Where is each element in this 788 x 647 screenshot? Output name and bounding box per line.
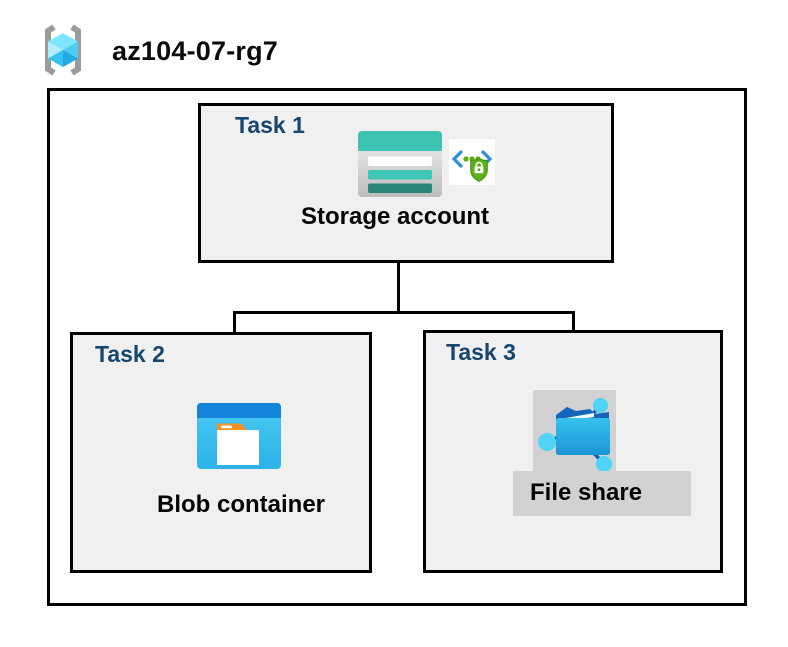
storage-account-label: Storage account <box>301 203 490 230</box>
file-share-label-backdrop <box>513 471 691 516</box>
task3-box: Task 3 File share <box>423 330 723 573</box>
task1-box: Task 1 Storage account <box>198 103 614 263</box>
file-share-icon <box>538 398 612 472</box>
blob-container-label: Blob container <box>157 491 326 518</box>
connector-horizontal <box>233 311 575 314</box>
task3-label: Task 3 <box>446 339 516 365</box>
resource-group-name: az104-07-rg7 <box>112 36 278 66</box>
task1-label: Task 1 <box>235 112 305 138</box>
secure-access-icon <box>449 139 495 185</box>
file-share-label: File share <box>530 479 643 506</box>
task2-label: Task 2 <box>95 341 165 367</box>
task2-box: Task 2 Blob container <box>70 332 372 573</box>
resource-group-icon <box>45 24 81 76</box>
file-share-icon-backdrop <box>533 390 616 472</box>
connector-storage-stem <box>397 237 400 314</box>
storage-account-icon <box>358 131 442 197</box>
blob-container-icon <box>197 403 281 469</box>
